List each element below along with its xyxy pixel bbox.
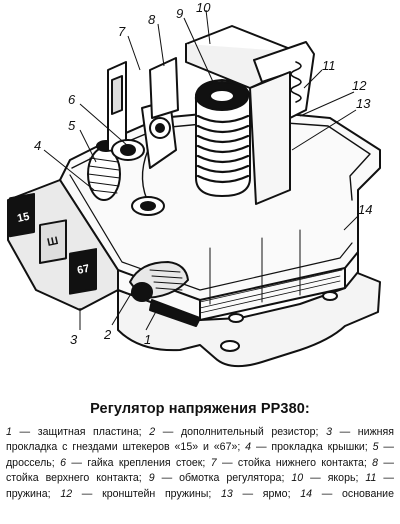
legend-item: 14 — основание <box>300 488 394 500</box>
legend-item-text: — дополнительный резистор; <box>155 426 327 438</box>
callout-6: 6 <box>68 92 76 107</box>
legend-item-number: 9 <box>148 472 155 485</box>
legend-item-number: 4 <box>245 441 252 454</box>
legend-item-text: — стойка верхнего контакта; <box>6 456 394 485</box>
callout-10: 10 <box>196 0 211 15</box>
legend-item-text: — прокладка крышки; <box>251 441 373 454</box>
callout-2: 2 <box>103 327 112 342</box>
base-plate <box>117 267 381 368</box>
callout-5: 5 <box>68 118 76 133</box>
legend-item-text: — пружина; <box>6 472 394 500</box>
terminal-block <box>7 179 119 311</box>
legend-item-number: 13 <box>220 487 233 500</box>
protective-plate <box>149 299 201 327</box>
legend-item: 13 — ярмо; <box>221 488 300 500</box>
legend-item: 12 — кронштейн пружины; <box>60 488 221 500</box>
legend-item: 11 — пружина; <box>6 472 394 499</box>
upper-contact-post <box>149 57 179 119</box>
legend-item-number: 10 <box>291 472 304 485</box>
legend-item-number: 1 <box>6 426 12 438</box>
terminal-label-sh: Ш <box>46 235 59 249</box>
housing <box>59 109 381 323</box>
legend-item-text: — ярмо; <box>232 487 301 500</box>
callout-9: 9 <box>176 6 183 21</box>
legend-item-number: 12 <box>60 487 73 500</box>
callout-12: 12 <box>352 78 367 93</box>
yoke <box>249 71 291 205</box>
legend-item-text: — обмотка регулятора; <box>154 472 292 485</box>
legend-item-number: 5 <box>372 441 379 454</box>
callout-11: 11 <box>322 58 336 73</box>
regulator-coil <box>194 79 251 197</box>
legend-item-text: — якорь; <box>303 472 366 485</box>
legend-item: 7 — стойка нижнего контакта; <box>211 457 372 469</box>
legend-item-number: 6 <box>60 456 67 469</box>
legend-item: 1 — защитная пластина; <box>6 426 149 438</box>
legend-item: 3 — нижняя прокладка с гнездами штекеров… <box>6 426 394 453</box>
legend-item-text: — кронштейн пружины; <box>72 487 221 500</box>
legend-item: 6 — гайка крепления стоек; <box>60 457 211 469</box>
parts-legend: 1 — защитная пластина; 2 — дополнительны… <box>6 425 394 502</box>
legend-item-number: 14 <box>300 487 313 500</box>
legend-item-text: — дроссель; <box>6 441 394 469</box>
terminal-label-67: 67 <box>76 263 90 277</box>
resistor <box>129 261 189 302</box>
legend-item-number: 7 <box>210 456 217 469</box>
legend-item: 2 — дополнительный резистор; <box>149 426 326 438</box>
callout-13: 13 <box>356 96 371 111</box>
regulator-drawing: 15 Ш 67 1 2 3 4 5 6 7 8 9 10 11 12 13 14 <box>7 0 381 368</box>
callout-3: 3 <box>70 332 78 347</box>
callout-8: 8 <box>148 12 156 27</box>
figure-caption-title: Регулятор напряжения РР380: <box>90 401 310 417</box>
callout-1: 1 <box>144 332 151 347</box>
legend-item-text: — гайка крепления стоек; <box>66 456 211 469</box>
legend-item-text: — защитная пластина; <box>11 426 150 438</box>
callout-14: 14 <box>358 202 372 217</box>
legend-item-text: — стойка нижнего контакта; <box>216 456 373 469</box>
legend-item-text: — основание <box>312 487 394 500</box>
terminal-label-15: 15 <box>16 211 30 225</box>
legend-item: 10 — якорь; <box>291 472 365 484</box>
legend-item-number: 2 <box>149 426 156 438</box>
legend-item-number: 11 <box>365 472 377 485</box>
legend-item: 8 — стойка верхнего контакта; <box>6 457 394 484</box>
callout-4: 4 <box>34 138 41 153</box>
legend-item-text: — нижняя прокладка с гнездами штекеров «… <box>6 426 394 454</box>
legend-item: 4 — прокладка крышки; <box>245 441 372 453</box>
legend-item-number: 3 <box>326 426 332 438</box>
callout-7: 7 <box>118 24 126 39</box>
legend-item: 5 — дроссель; <box>6 441 394 468</box>
legend-item: 9 — обмотка регулятора; <box>149 472 292 484</box>
legend-item-number: 8 <box>372 456 379 469</box>
